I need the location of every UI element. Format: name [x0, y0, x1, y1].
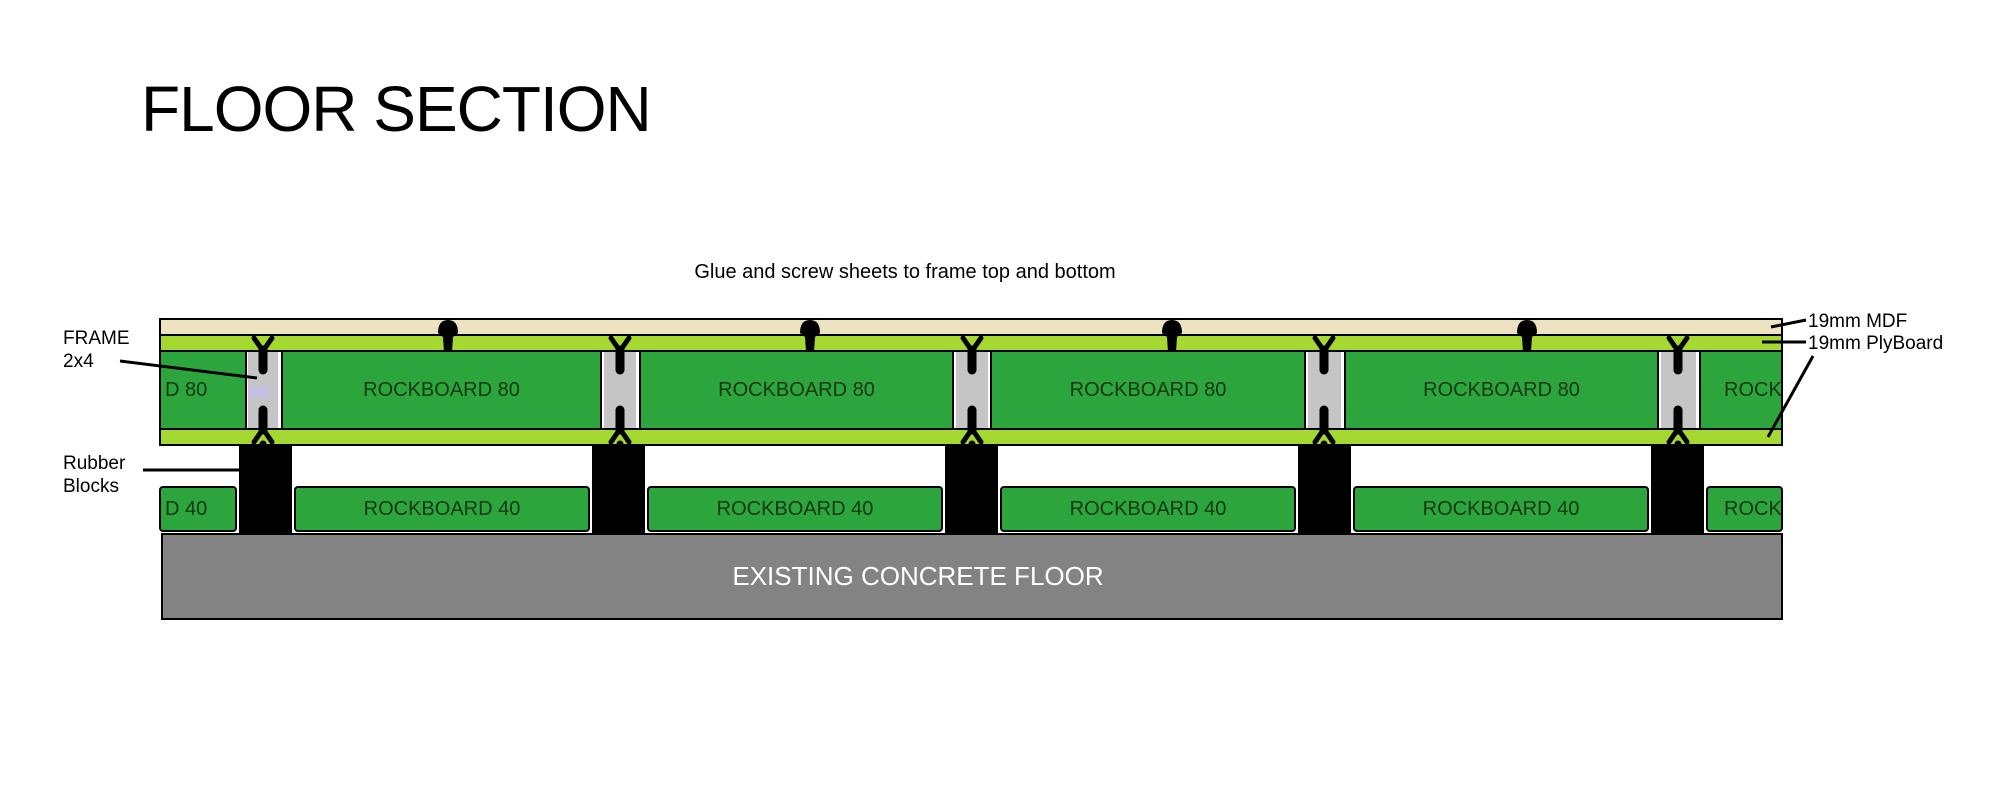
plyboard-callout-label: 19mm PlyBoard — [1808, 333, 1944, 354]
panel-label: ROCKBOARD 80 — [718, 378, 875, 401]
mdf-callout-label: 19mm MDF — [1808, 311, 1908, 332]
rockboard80-panel: ROCK — [1699, 350, 1783, 430]
frame-post-highlight — [249, 387, 270, 397]
concrete-floor-label: EXISTING CONCRETE FLOOR — [732, 561, 1104, 591]
panel-label: ROCKBOARD 40 — [716, 497, 874, 520]
rockboard40-panel: ROCKBOARD 40 — [1353, 486, 1649, 532]
frame-post — [1308, 352, 1341, 428]
rockboard80-panel: ROCKBOARD 80 — [281, 350, 602, 430]
rubber-blocks-label: Rubber Blocks — [63, 453, 126, 497]
frame-2x4-label: FRAME 2x4 — [63, 328, 130, 372]
rockboard40-panel: D 40 — [159, 486, 237, 532]
rubber-block — [1298, 446, 1351, 533]
plyboard-bottom-layer — [159, 428, 1783, 446]
rockboard40-panel: ROCK — [1706, 486, 1783, 532]
rubber-block — [945, 446, 998, 533]
annotation-glue-note: Glue and screw sheets to frame top and b… — [694, 261, 1116, 283]
rubber-block — [239, 446, 292, 533]
panel-label: D 40 — [165, 497, 208, 520]
panel-label: ROCK — [1724, 378, 1782, 401]
panel-label: ROCKBOARD 80 — [1423, 378, 1580, 401]
panel-label: ROCKBOARD 40 — [1422, 497, 1580, 520]
rubber-block — [592, 446, 645, 533]
panel-label: ROCKBOARD 40 — [363, 497, 521, 520]
panel-label: D 80 — [165, 378, 208, 401]
rockboard40-panel: ROCKBOARD 40 — [294, 486, 590, 532]
frame-post — [1661, 352, 1696, 428]
rockboard80-panel: ROCKBOARD 80 — [990, 350, 1306, 430]
rockboard40-panel: ROCKBOARD 40 — [647, 486, 943, 532]
panel-label: ROCK — [1724, 497, 1782, 520]
panel-label: ROCKBOARD 80 — [363, 378, 520, 401]
frame-post — [604, 352, 636, 428]
concrete-floor-layer: EXISTING CONCRETE FLOOR — [161, 533, 1783, 620]
rockboard40-panel: ROCKBOARD 40 — [1000, 486, 1296, 532]
panel-label: ROCKBOARD 80 — [1069, 378, 1227, 401]
rockboard80-panel: ROCKBOARD 80 — [1344, 350, 1659, 430]
rockboard80-panel: ROCKBOARD 80 — [639, 350, 954, 430]
rockboard80-panel: D 80 — [159, 350, 247, 430]
page-title: FLOOR SECTION — [141, 73, 652, 145]
panel-label: ROCKBOARD 40 — [1069, 497, 1227, 520]
rubber-block — [1651, 446, 1704, 533]
frame-post — [956, 352, 988, 428]
